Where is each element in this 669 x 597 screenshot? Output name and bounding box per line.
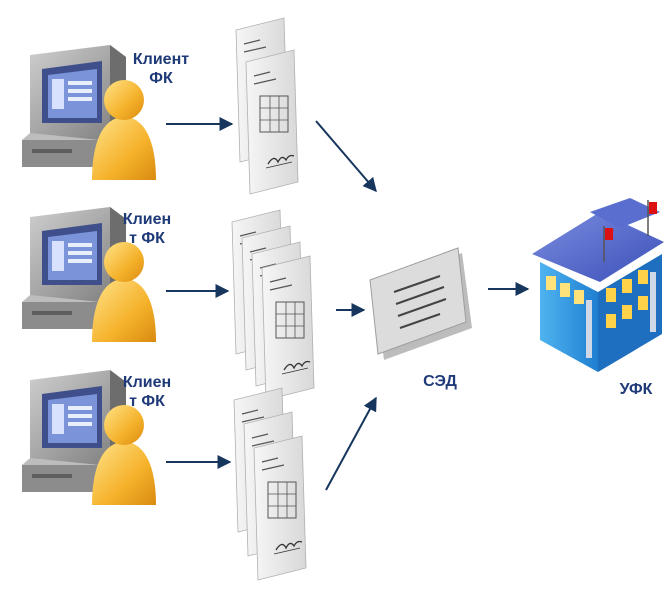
- arrow-docs3-to-sed: [325, 396, 377, 491]
- flag-icon: [647, 200, 657, 236]
- arrows: [166, 117, 530, 491]
- client-label-1: Клиент ФК: [122, 50, 200, 88]
- hub-label: СЭД: [423, 373, 457, 390]
- destination-label: УФК: [619, 381, 653, 398]
- server-document-icon: [369, 247, 472, 360]
- document-stack-1: [235, 17, 299, 195]
- document-stack-2: [231, 209, 315, 401]
- client-label-2-line2: т ФК: [129, 230, 165, 247]
- client-label-3-line1: Клиен: [122, 374, 172, 391]
- client-label-3: Клиен т ФК: [116, 373, 178, 411]
- arrow-docs1-to-sed: [315, 120, 377, 193]
- document-stack-3: [233, 387, 307, 581]
- client-label-1-line1: Клиент: [132, 51, 190, 68]
- client-label-3-line2: т ФК: [129, 393, 165, 410]
- flag-icon: [603, 226, 614, 262]
- building-icon: [532, 198, 664, 372]
- client-label-2: Клиен т ФК: [116, 210, 178, 248]
- client-label-2-line1: Клиен: [122, 211, 172, 228]
- client-label-1-line2: ФК: [149, 70, 173, 87]
